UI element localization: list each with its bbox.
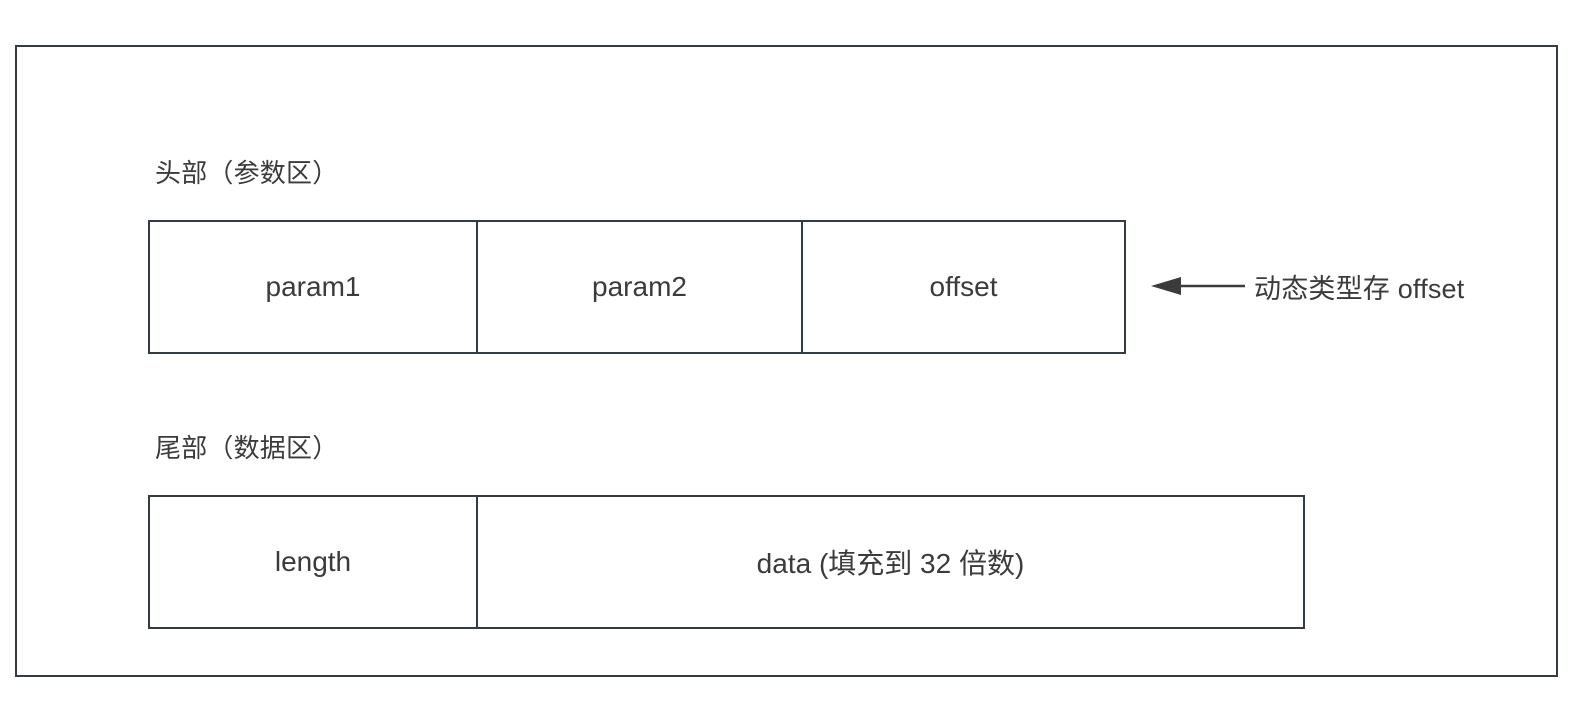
trailer-section-label: 尾部（数据区）: [155, 433, 339, 463]
header-struct-row: param1 param2 offset: [148, 220, 1126, 354]
header-cell-param1: param1: [150, 222, 478, 352]
trailer-cell-length: length: [150, 497, 478, 627]
offset-annotation: 动态类型存 offset: [1151, 266, 1464, 306]
offset-annotation-label: 动态类型存 offset: [1254, 273, 1465, 304]
diagram-outer-frame: 头部（参数区） param1 param2 offset 动态类型存 offse…: [15, 45, 1558, 677]
trailer-cell-data: data (填充到 32 倍数): [756, 548, 1025, 579]
header-section-label: 头部（参数区）: [155, 158, 339, 188]
header-cell-param2: param2: [478, 222, 803, 352]
trailer-struct-row: length data (填充到 32 倍数): [148, 495, 1305, 629]
arrow-left-icon: [1151, 276, 1245, 296]
header-cell-offset: offset: [929, 271, 998, 302]
